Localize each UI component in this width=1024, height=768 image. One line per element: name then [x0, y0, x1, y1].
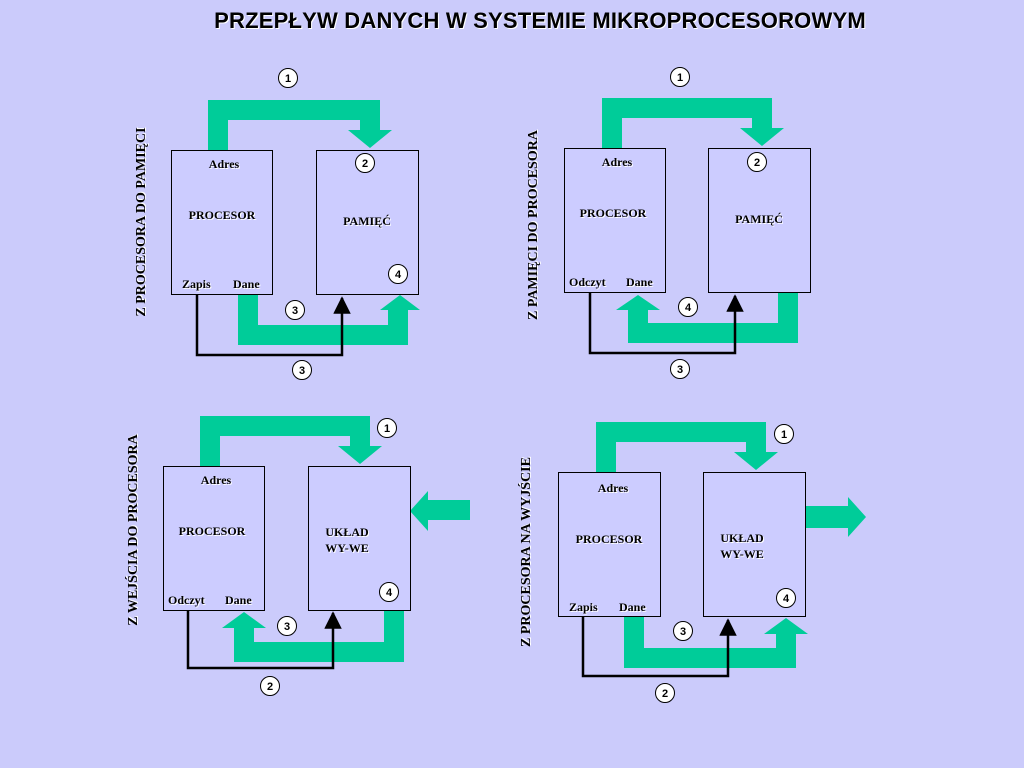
panel-side-label: Z WEJŚCIA DO PROCESORA	[126, 434, 141, 626]
step-badge: 3	[673, 621, 693, 641]
io-unit-label-line2: WY-WE	[325, 541, 369, 555]
processor-label: PROCESOR	[579, 206, 647, 220]
processor-box: Adres PROCESOR Zapis Dane	[558, 472, 661, 617]
data-arrow	[624, 617, 808, 668]
data-label: Dane	[626, 275, 653, 289]
address-arrow	[596, 422, 778, 472]
step-badge: 2	[655, 683, 675, 703]
data-arrow	[238, 295, 420, 345]
io-unit-label-line1: UKŁAD	[720, 531, 764, 545]
io-unit-label-line2: WY-WE	[720, 547, 764, 561]
processor-box: Adres PROCESOR Odczyt Dane	[163, 466, 265, 611]
output-arrow	[806, 497, 866, 537]
step-badge: 1	[278, 68, 298, 88]
control-line	[186, 610, 342, 670]
read-label: Odczyt	[168, 593, 205, 607]
control-line	[195, 295, 351, 357]
page-title: PRZEPŁYW DANYCH W SYSTEMIE MIKROPROCESOR…	[214, 8, 866, 33]
step-badge: 2	[355, 153, 375, 173]
step-badge: 2	[260, 676, 280, 696]
processor-label: PROCESOR	[575, 532, 643, 546]
io-unit-label-line1: UKŁAD	[325, 525, 369, 539]
address-label: Adres	[208, 157, 240, 171]
address-label: Adres	[597, 481, 629, 495]
data-arrow	[222, 610, 404, 662]
step-badge: 3	[277, 616, 297, 636]
step-badge: 2	[747, 152, 767, 172]
step-badge: 3	[292, 360, 312, 380]
write-label: Zapis	[569, 600, 598, 614]
address-arrow	[208, 100, 392, 150]
memory-label: PAMIĘĆ	[735, 212, 783, 226]
step-badge: 1	[774, 424, 794, 444]
step-badge: 3	[285, 300, 305, 320]
panel-side-label: Z PROCESORA NA WYJŚCIE	[519, 457, 534, 647]
processor-label: PROCESOR	[188, 208, 256, 222]
read-label: Odczyt	[569, 275, 606, 289]
step-badge: 4	[388, 264, 408, 284]
step-badge: 4	[776, 588, 796, 608]
step-badge: 3	[670, 359, 690, 379]
data-label: Dane	[233, 277, 260, 291]
input-arrow	[410, 491, 470, 531]
control-line	[581, 617, 737, 678]
memory-label: PAMIĘĆ	[343, 214, 391, 228]
step-badge: 1	[670, 67, 690, 87]
step-badge: 4	[678, 297, 698, 317]
step-badge: 1	[377, 418, 397, 438]
address-arrow	[200, 416, 382, 466]
processor-label: PROCESOR	[178, 524, 246, 538]
write-label: Zapis	[182, 277, 211, 291]
address-label: Adres	[200, 473, 232, 487]
data-arrow	[616, 293, 798, 343]
address-label: Adres	[601, 155, 633, 169]
panel-side-label: Z PROCESORA DO PAMIĘCI	[134, 127, 149, 317]
data-label: Dane	[225, 593, 252, 607]
step-badge: 4	[379, 582, 399, 602]
processor-box: Adres PROCESOR Zapis Dane	[171, 150, 273, 295]
memory-box: PAMIĘĆ	[708, 148, 811, 293]
data-label: Dane	[619, 600, 646, 614]
panel-side-label: Z PAMIĘCI DO PROCESORA	[526, 130, 541, 320]
processor-box: Adres PROCESOR Odczyt Dane	[564, 148, 666, 293]
address-arrow	[602, 98, 784, 148]
control-line	[588, 293, 744, 355]
